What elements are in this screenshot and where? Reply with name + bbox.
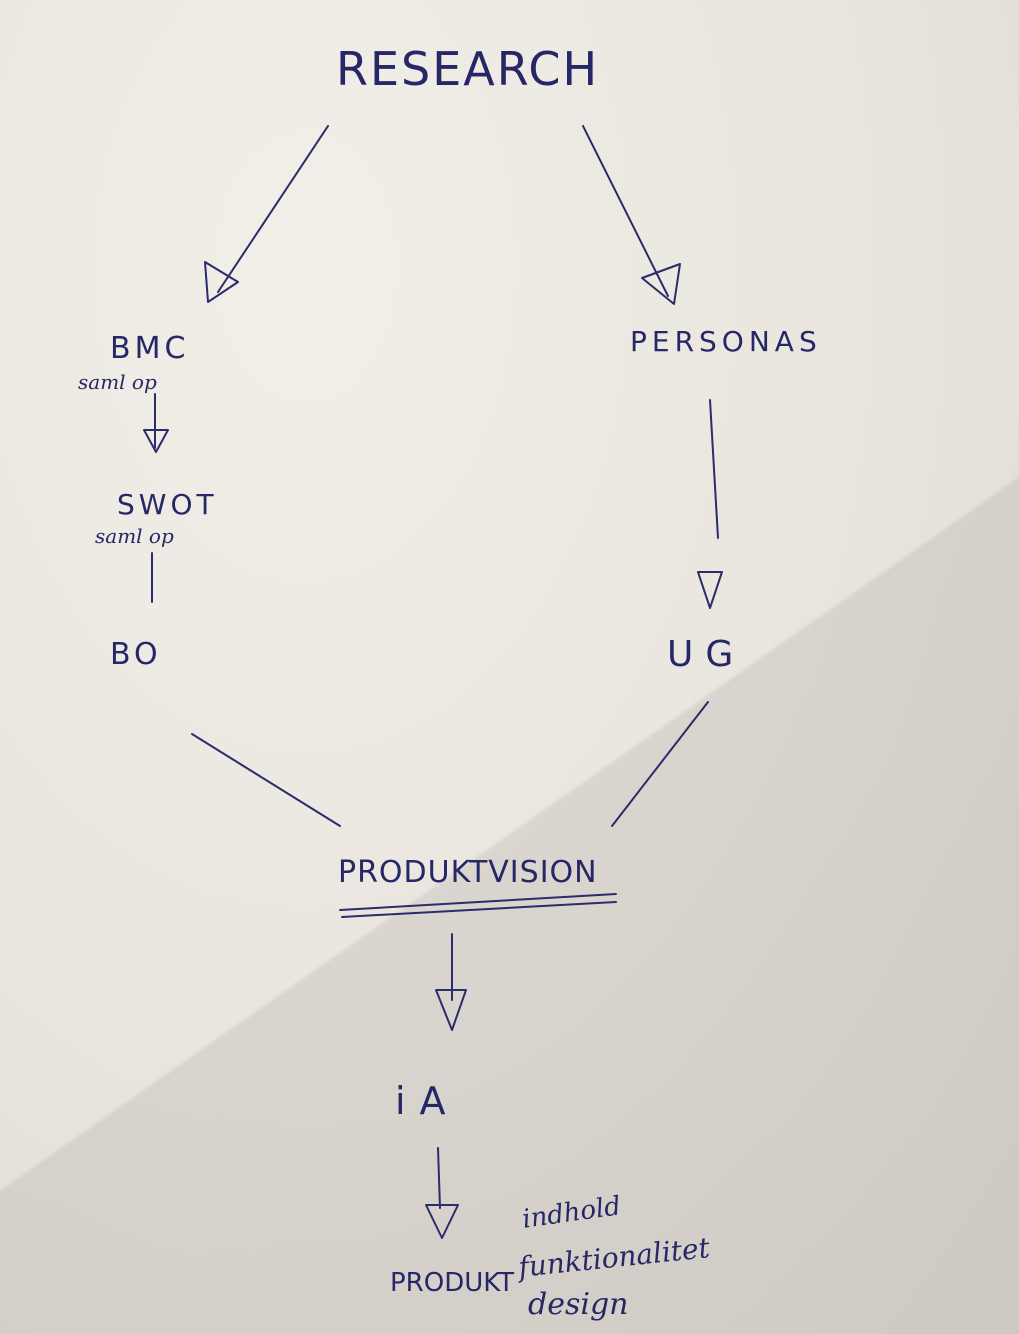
edge-research-personas [582,125,669,297]
node-ia: iA [395,1079,460,1123]
arrowhead-ug [697,571,723,609]
edge-bo-produktvision [191,733,341,827]
node-bo: BO [110,637,162,672]
node-produkt: PRODUKT [390,1268,515,1298]
edge-ug-produktvision [611,701,709,827]
edge-research-bmc [217,125,329,293]
edge-ia-produkt [437,1147,441,1209]
arrowhead-ia [435,989,467,1031]
arrowhead-bmc [204,261,239,303]
arrowhead-personas [641,263,681,305]
node-research: RESEARCH [336,42,600,96]
edge-personas-ug [709,399,719,539]
node-swot: SWOT [117,488,218,521]
node-personas: PERSONAS [630,325,822,358]
arrowhead-produkt [425,1204,459,1239]
produktvision-underline-1 [339,893,617,911]
produktvision-underline-2 [341,901,617,918]
arrowhead-swot [143,429,169,453]
node-bmc: BMC [110,331,190,366]
node-produktvision: PRODUKTVISION [338,855,598,890]
note-produkt-design: design [528,1287,629,1322]
note-swot: saml op [95,524,174,548]
node-ug: UG [667,634,746,675]
note-bmc: saml op [78,370,157,394]
